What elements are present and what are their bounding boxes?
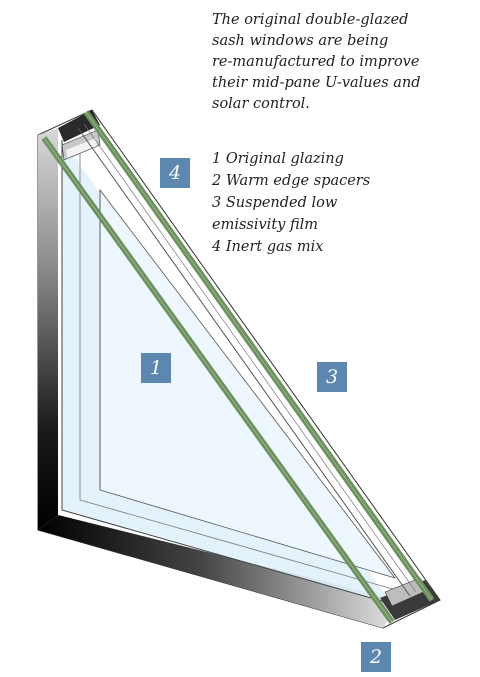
legend-item-3: 3 Suspended low: [212, 195, 338, 211]
description-text: The original double-glazed sash windows …: [212, 10, 472, 115]
legend-item-3-continued: emissivity film: [212, 217, 319, 233]
badge-1: 1: [141, 353, 171, 383]
inner-edge-line-1: [61, 140, 393, 605]
badge-4: 4: [160, 158, 190, 188]
suspended-film-line-a: [77, 127, 411, 597]
outer-glass-pane-edge-highlight: [85, 111, 433, 601]
bottom-frame-strip: [38, 515, 400, 628]
left-frame-strip: [38, 128, 58, 530]
legend-item-2: 2 Warm edge spacers: [212, 173, 371, 189]
badge-2: 2: [361, 642, 391, 672]
legend-list: 1 Original glazing 2 Warm edge spacers 3…: [212, 148, 472, 258]
badge-3: 3: [317, 362, 347, 392]
suspended-film-line-b: [83, 123, 417, 593]
inner-glass-pane-edge-highlight: [43, 137, 393, 623]
legend-item-4: 4 Inert gas mix: [212, 239, 324, 255]
description-paragraph: The original double-glazed sash windows …: [212, 12, 421, 112]
legend-item-1: 1 Original glazing: [212, 151, 344, 167]
inner-edge-line-2: [79, 150, 397, 591]
